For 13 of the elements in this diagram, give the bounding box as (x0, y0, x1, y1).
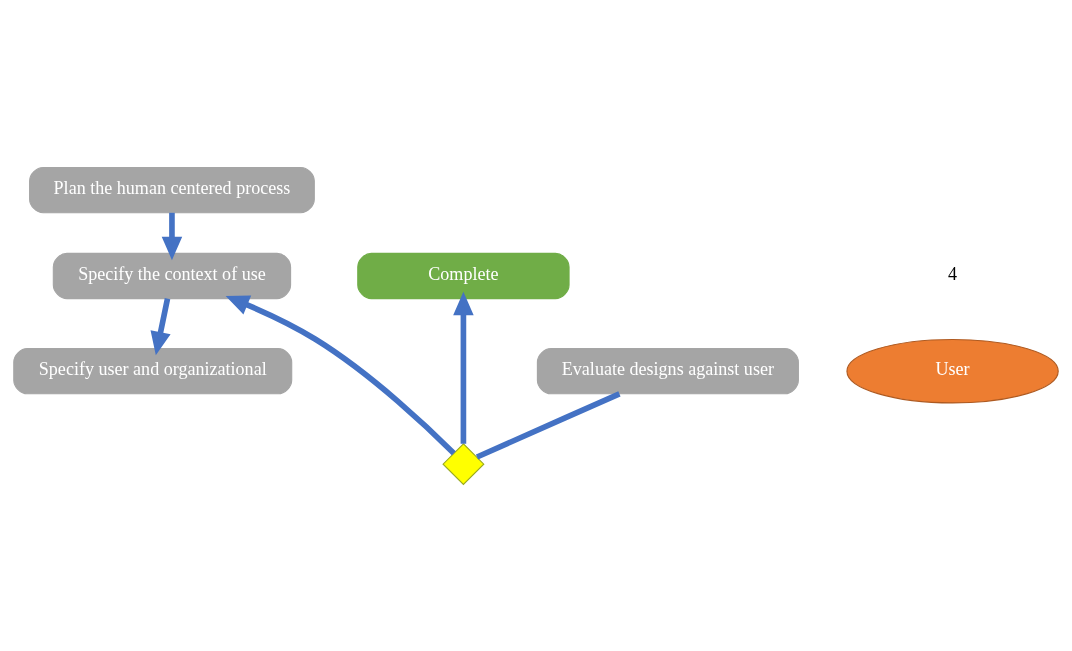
arrow (150, 297, 171, 355)
arrow (161, 212, 183, 260)
node-box: Evaluate designs against user (536, 347, 799, 394)
node-ellipse: User (846, 338, 1059, 403)
node-box: Complete (357, 252, 570, 299)
node-diamond (442, 442, 485, 485)
label: 4 (948, 263, 958, 284)
node-box: Specify user and organizational (13, 347, 293, 394)
node-box: Plan the human centered process (29, 166, 315, 213)
arrow (453, 291, 474, 444)
node-box: Specify the context of use (52, 252, 292, 299)
arrow (225, 294, 456, 455)
connector (475, 390, 621, 460)
